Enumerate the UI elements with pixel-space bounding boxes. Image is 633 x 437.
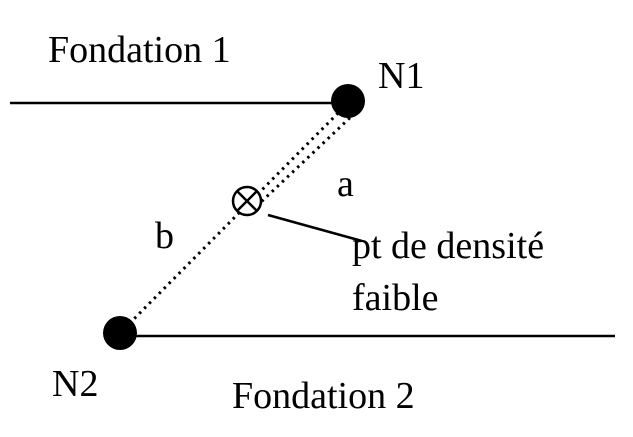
- circled-x-icon: [231, 185, 263, 217]
- weak-point-label-line2: faible: [352, 277, 439, 319]
- foundation-2-label: Fondation 2: [232, 375, 415, 417]
- node-n2: [103, 316, 137, 350]
- leader-line: [267, 213, 363, 243]
- dotted-line-b: [118, 101, 350, 335]
- segment-b-label: b: [155, 215, 174, 257]
- weak-point-label-line1: pt de densité: [352, 225, 544, 267]
- foundation-1-label: Fondation 1: [48, 29, 231, 71]
- node-n2-label: N2: [52, 363, 98, 405]
- dotted-line-a: [258, 111, 357, 205]
- node-n1-label: N1: [378, 55, 424, 97]
- node-n1: [331, 84, 365, 118]
- segment-a-label: a: [337, 163, 354, 205]
